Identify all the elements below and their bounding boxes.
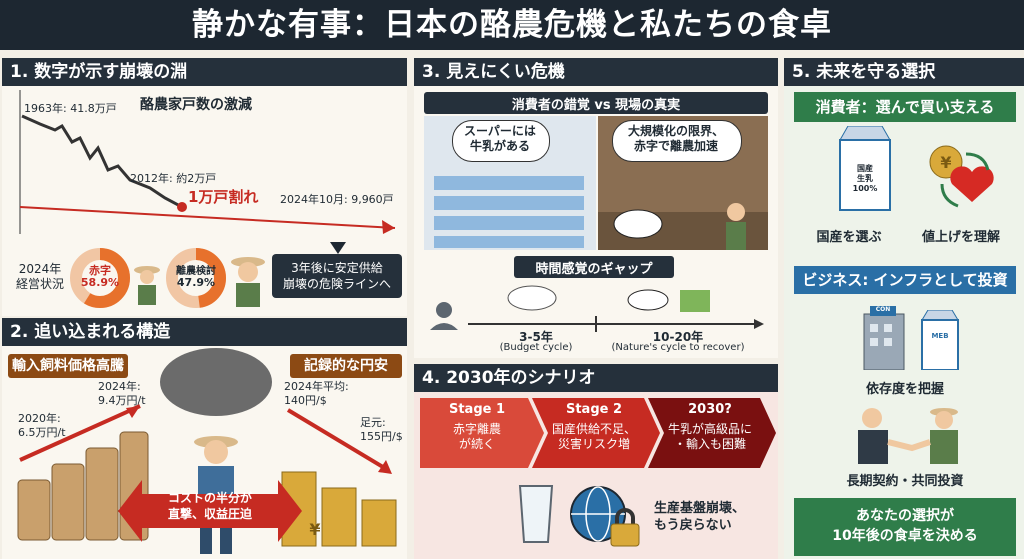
bubble-left-text: スーパーには 牛乳がある [464,124,536,153]
handshake-icon [858,408,958,464]
stage3-title: 2030? [688,402,732,417]
chart-title: 酪農家戸数の激減 [140,97,252,113]
section-5-heading: 5. 未来を守る選択 [784,58,1024,86]
milk-carton-icon [839,126,891,211]
carton-box-icon [921,310,959,370]
chart-label-2012: 2012年: 約2万戸 [130,172,217,185]
gap-left-note: (Budget cycle) [499,342,573,353]
threshold-point [177,202,187,212]
stage2-title: Stage 2 [565,402,623,417]
quit-label: 離農検討 [176,266,216,277]
quit-donut [166,248,226,308]
gap-right-years: 10-20年 [652,330,704,344]
threshold-line [19,206,396,229]
section-5-panel [784,58,1024,559]
gap-title: 時間感覚のギャップ [535,262,653,277]
threshold-arrowhead [382,220,395,234]
lock-icon [610,508,640,547]
business-head: ビジネス: インフラとして投資 [794,266,1016,294]
double-arrow [118,480,302,542]
section-1-heading: 1. 数字が示す崩壊の淵 [2,58,407,86]
svg-text:¥: ¥ [940,153,951,172]
chart-label-2024: 2024年10月: 9,960戸 [280,193,394,206]
consumer-item-1: 国産を選ぶ [816,230,882,245]
warning-text: 3年後に安定供給 崩壊の危険ラインへ [282,261,391,291]
gap-title-box [514,256,674,278]
business-item-2: 長期契約・共同投資 [846,474,964,489]
collapse-result: 生産基盤崩壊、 もう戻らない [654,501,746,533]
chart-label-threshold: 1万戸割れ [188,188,259,206]
yen-peak-label: 足元: 155円/$ [360,416,403,443]
feed-2024-label: 2024年: 9.4万円/t [98,380,146,407]
cost-message: コストの半分が 直撃、収益圧迫 [167,491,252,521]
deficit-donut [70,248,130,308]
status-label: 2024年 経営状況 [16,262,65,291]
conclusion-text: あなたの選択が 10年後の食卓を決める [832,508,978,544]
yen-coin-icon: ¥ [309,520,321,539]
stage-arrows [420,398,776,468]
yen-avg-label: 2024年平均: 140円/$ [284,380,349,407]
deficit-value: 58.9% [80,276,120,289]
yen-tag: 記録的な円安 [290,354,402,378]
gap-right-note: (Nature's cycle to recover) [611,342,745,353]
feed-2020-label: 2020年: 6.5万円/t [18,412,66,439]
yen-heart-icon: ¥ [929,145,994,208]
banner-box [424,92,768,114]
warning-pointer [330,242,346,254]
building-sign: CON [875,306,891,313]
bubble-left [452,120,550,162]
timeline [430,285,764,332]
page-title: 静かな有事：日本の酪農危機と私たちの食卓 [0,0,1024,50]
section-3-heading: 3. 見えにくい危機 [414,58,778,86]
stage2-body: 国産供給不足、 災害リスク増 [551,422,636,451]
stage3-body: 牛乳が高級品に ・輸入も困難 [667,422,752,451]
building-icon [863,306,905,370]
deficit-label: 赤字 [89,264,111,277]
gap-left-years: 3-5年 [519,330,553,344]
carton-box-label: MEB [931,332,949,340]
section-2-heading: 2. 追い込まれる構造 [2,318,407,346]
bubble-right [612,120,742,162]
conclusion-box [794,498,1016,556]
quit-value: 47.9% [176,276,216,289]
decline-line [21,114,186,209]
farmer-avatar-icon [134,266,160,305]
old-farmer-icon [231,257,265,307]
stage1-body: 赤字離農 が続く [452,422,501,451]
consumer-head: 消費者：選んで買い支える [794,92,1016,122]
feed-price-tag: 輸入飼料価格高騰 [8,354,128,378]
consumer-vs-farm-banner: 消費者の錯覚 vs 現場の真実 [511,98,681,113]
empty-glass-icon [518,485,554,543]
consumer-item-2: 値上げを理解 [921,230,1000,245]
decline-chart [19,90,396,234]
business-item-1: 依存度を把握 [865,382,944,397]
section-4-heading: 4. 2030年のシナリオ [414,364,778,392]
bubble-right-text: 大規模化の限界、 赤字で離農加速 [627,124,724,153]
warning-box [272,254,402,298]
stage1-title: Stage 1 [448,402,506,417]
coins-illustration [281,408,397,547]
milk-carton-text: 国産 生乳 100% [852,164,878,193]
chart-label-1963: 1963年: 41.8万戸 [24,102,117,115]
